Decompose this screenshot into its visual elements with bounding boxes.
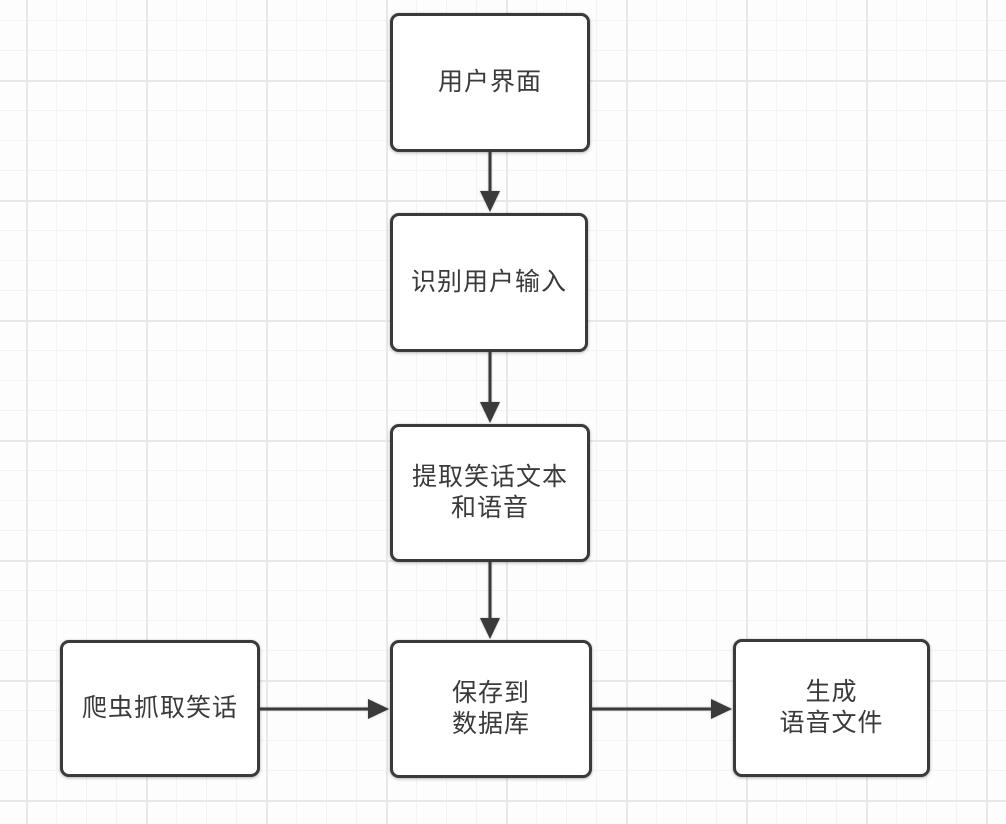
flow-edge-crawler-to-save[interactable] bbox=[260, 699, 389, 719]
flow-node-generate-voice[interactable]: 生成 语音文件 bbox=[733, 639, 930, 777]
flow-node-save-database[interactable]: 保存到 数据库 bbox=[390, 640, 592, 778]
flow-edge-extract-to-save[interactable] bbox=[480, 562, 500, 639]
flow-edge-recognize-to-extract[interactable] bbox=[480, 352, 500, 423]
flow-node-recognize-input[interactable]: 识别用户输入 bbox=[390, 213, 588, 352]
flow-node-crawler-fetch[interactable]: 爬虫抓取笑话 bbox=[60, 640, 260, 777]
flow-node-extract-joke[interactable]: 提取笑话文本 和语音 bbox=[390, 424, 590, 562]
node-label: 识别用户输入 bbox=[410, 268, 567, 296]
node-label: 生成 语音文件 bbox=[779, 678, 884, 737]
node-label: 爬虫抓取笑话 bbox=[81, 694, 238, 722]
node-label: 提取笑话文本 和语音 bbox=[411, 463, 568, 522]
node-label: 用户界面 bbox=[437, 68, 542, 96]
flow-edge-ui-to-recognize[interactable] bbox=[480, 152, 500, 212]
flow-edge-save-to-voice[interactable] bbox=[591, 699, 732, 719]
node-label: 保存到 数据库 bbox=[451, 679, 530, 738]
flow-node-user-interface[interactable]: 用户界面 bbox=[390, 13, 590, 152]
